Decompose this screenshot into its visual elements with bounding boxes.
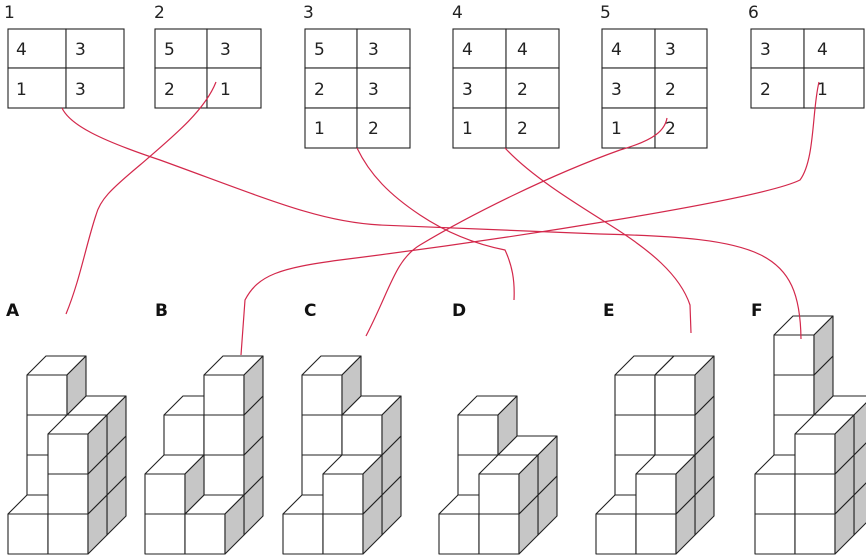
cube: [635, 454, 696, 515]
grid-5: 5 4 3 3 2 1 2: [600, 3, 708, 149]
figure-letter-f: F: [751, 301, 763, 321]
grid-4-cell: 2: [517, 80, 528, 100]
cube: [184, 494, 245, 555]
cube: [26, 355, 87, 416]
grid-5-cell: 3: [665, 40, 676, 60]
grid-6-cell: 3: [760, 40, 771, 60]
grid-number-2: 2: [154, 3, 165, 23]
grid-number-1: 1: [4, 3, 15, 23]
connector-6-b: [240, 81, 820, 356]
grid-2-cell: 3: [220, 40, 231, 60]
figure-letter-d: D: [452, 301, 466, 321]
grid-2-cell: 1: [220, 80, 231, 100]
grid-6-cell: 2: [760, 80, 771, 100]
cube: [457, 395, 518, 456]
grid-4: 4 4 4 3 2 1 2: [452, 3, 560, 149]
cube: [322, 454, 383, 515]
grid-1-cell: 4: [16, 40, 27, 60]
connector-2-a: [65, 81, 217, 315]
connector-1-f: [61, 107, 802, 340]
grid-3-cell: 3: [368, 40, 379, 60]
cube: [341, 395, 402, 456]
grid-2-cell: 5: [164, 40, 175, 60]
grid-5-cell: 1: [611, 119, 622, 139]
grid-5-cell: 2: [665, 119, 676, 139]
grid-number-5: 5: [600, 3, 611, 23]
cube: [301, 355, 362, 416]
grid-1-cell: 1: [16, 80, 27, 100]
grid-number-6: 6: [748, 3, 759, 23]
cube: [478, 454, 539, 515]
connector-4-e: [504, 147, 692, 334]
grid-3-cell: 2: [368, 119, 379, 139]
cube: [773, 315, 834, 376]
grid-4-cell: 4: [462, 40, 473, 60]
grid-number-3: 3: [303, 3, 314, 23]
grid-6-cell: 1: [817, 80, 828, 100]
grid-3-cell: 3: [368, 80, 379, 100]
cube: [203, 355, 264, 416]
grid-1: 1 4 3 1 3: [4, 3, 125, 109]
figure-letter-b: B: [155, 301, 168, 321]
grid-2: 2 5 3 2 1: [154, 3, 262, 109]
grid-2-cell: 2: [164, 80, 175, 100]
grid-1-cell: 3: [75, 40, 86, 60]
cube-stack-e: [595, 355, 715, 555]
grid-5-cell: 3: [611, 80, 622, 100]
grid-5-cell: 2: [665, 80, 676, 100]
grid-4-cell: 1: [462, 119, 473, 139]
grid-number-4: 4: [452, 3, 463, 23]
cube: [794, 414, 855, 475]
figure-letter-e: E: [603, 301, 615, 321]
grid-6: 6 3 4 2 1: [748, 3, 865, 109]
cube: [47, 414, 108, 475]
figure-letter-a: A: [6, 301, 20, 321]
figure-letter-c: C: [304, 301, 316, 321]
cube: [144, 454, 205, 515]
grid-3-cell: 1: [314, 119, 325, 139]
connector-3-d: [356, 147, 515, 301]
connector-5-c: [365, 117, 668, 337]
grid-3: 3 5 3 2 3 1 2: [303, 3, 411, 149]
grid-6-cell: 4: [817, 40, 828, 60]
grid-5-cell: 4: [611, 40, 622, 60]
cube-stack-f: [754, 315, 866, 555]
grid-3-cell: 5: [314, 40, 325, 60]
cube-stack-b: [144, 355, 264, 555]
cube: [654, 355, 715, 416]
grid-1-cell: 3: [75, 80, 86, 100]
grid-4-cell: 4: [517, 40, 528, 60]
cube-stack-d: [438, 395, 558, 555]
cube-stack-a: [7, 355, 127, 555]
grid-3-cell: 2: [314, 80, 325, 100]
cube-stack-c: [282, 355, 402, 555]
grid-4-cell: 2: [517, 119, 528, 139]
grid-4-cell: 3: [462, 80, 473, 100]
connector-lines: [61, 81, 820, 356]
